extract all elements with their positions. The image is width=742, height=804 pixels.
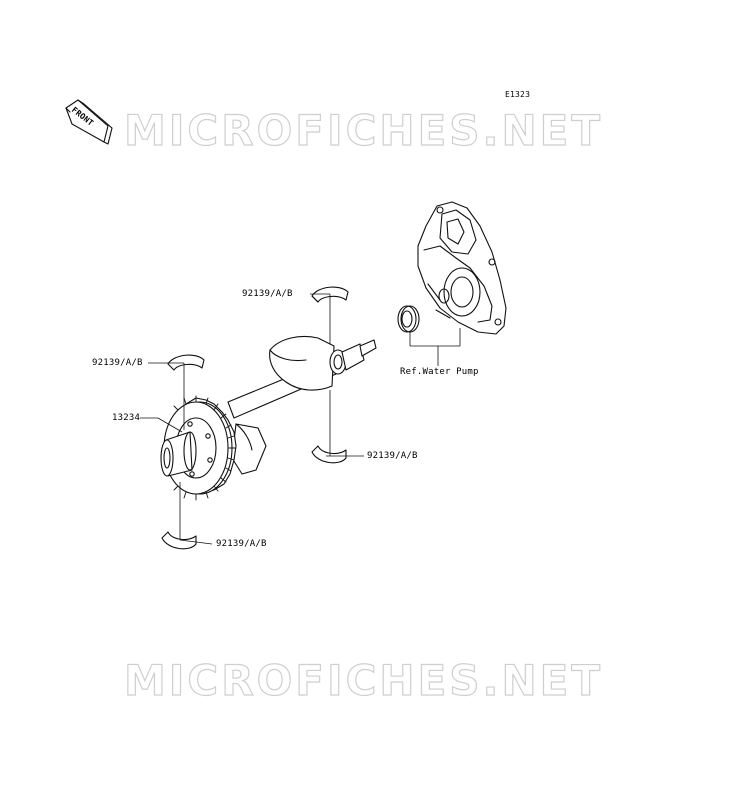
bearing-shell-left	[167, 354, 205, 371]
label-bearing-right: 92139/A/B	[367, 451, 418, 461]
label-water-pump: Ref.Water Pump	[400, 367, 479, 377]
diagram-code: E1323	[505, 90, 531, 99]
balancer-gear	[160, 395, 237, 501]
watermark-bottom: MICROFICHES.NET	[123, 655, 603, 705]
label-bearing-top: 92139/A/B	[242, 289, 293, 299]
balancer-shaft	[227, 335, 377, 475]
bearing-shell-bottom	[161, 531, 197, 550]
watermark-top: MICROFICHES.NET	[123, 105, 603, 155]
label-bearing-left: 92139/A/B	[92, 358, 143, 368]
bearing-shell-right	[311, 445, 347, 464]
leader-lines	[140, 293, 461, 545]
label-gear: 13234	[112, 413, 141, 423]
label-bearing-bottom: 92139/A/B	[216, 539, 267, 549]
oil-seal	[397, 305, 420, 333]
water-pump-cover	[417, 201, 507, 335]
front-arrow-icon	[65, 99, 113, 145]
